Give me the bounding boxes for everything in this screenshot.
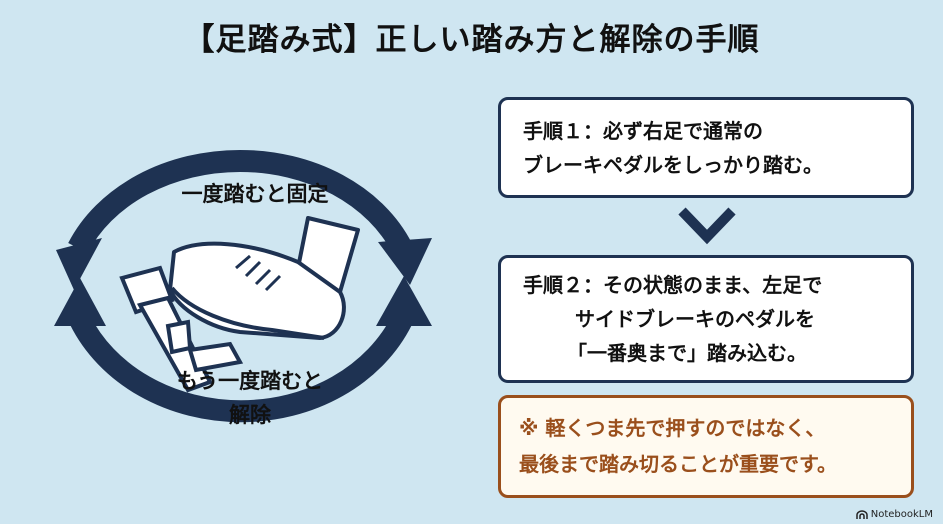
- step-2-box: 手順２：その状態のまま、左足で サイドブレーキのペダルを 「一番奥まで」踏み込む…: [498, 255, 914, 383]
- cycle-label-release: もう一度踏むと 解除: [140, 364, 360, 432]
- cycle-arc-top: [68, 149, 412, 254]
- notebook-logo-icon: [856, 509, 868, 519]
- step-2-line1: 手順２：その状態のまま、左足で: [523, 273, 823, 297]
- cycle-label-lock: 一度踏むと固定: [181, 182, 329, 206]
- step-2-line2: サイドブレーキのペダルを: [575, 307, 815, 331]
- cycle-arc-bottom: [70, 315, 412, 423]
- cycle-diagram: [54, 149, 432, 423]
- brand-label: NotebookLM: [870, 509, 933, 520]
- step-1-box: 手順１：必ず右足で通常の ブレーキペダルをしっかり踏む。: [498, 97, 914, 198]
- arrow-head-bottom-left: [54, 278, 106, 326]
- page-title: 【足踏み式】正しい踏み方と解除の手順: [183, 22, 760, 58]
- cycle-label-release-line2: 解除: [229, 403, 271, 427]
- step-1-line2: ブレーキペダルをしっかり踏む。: [523, 153, 823, 177]
- cycle-label-release-line1: もう一度踏むと: [176, 369, 324, 393]
- step-2-line3: 「一番奥まで」踏み込む。: [567, 341, 807, 365]
- note-box: ※ 軽くつま先で押すのではなく、 最後まで踏み切ることが重要です。: [498, 395, 914, 498]
- pedal-icon: [119, 265, 244, 393]
- shoe-icon: [168, 216, 360, 340]
- arrow-head-bottom-right: [376, 276, 432, 326]
- arrow-head-top-right: [378, 238, 432, 285]
- note-line2: 最後まで踏み切ることが重要です。: [519, 452, 837, 476]
- note-line1: ※ 軽くつま先で押すのではなく、: [519, 416, 826, 440]
- chevron-down-icon: [678, 207, 736, 245]
- step-1-line1: 手順１：必ず右足で通常の: [523, 119, 763, 143]
- brand-watermark: NotebookLM: [856, 509, 933, 520]
- arrow-head-top-left: [56, 238, 102, 290]
